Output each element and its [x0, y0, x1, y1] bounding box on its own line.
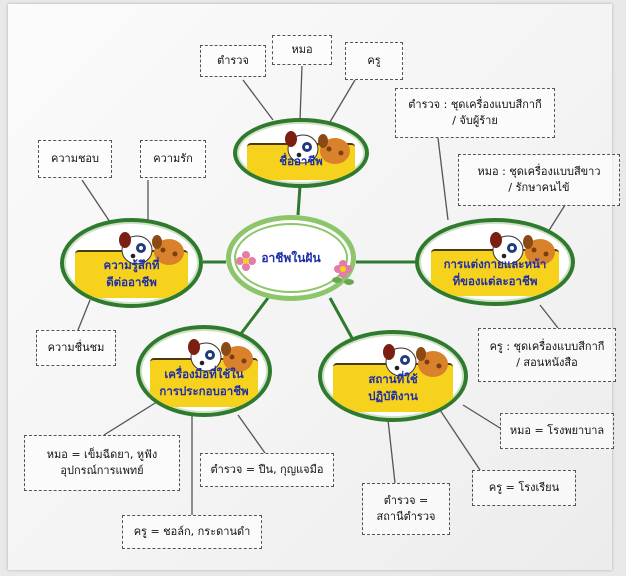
leader-like [81, 179, 111, 223]
box-teacher: ครู [345, 42, 403, 80]
node-attire: การแต่งกายและหน้า ที่ของแต่ละอาชีพ [415, 218, 575, 306]
box-like: ความชอบ [38, 140, 112, 178]
node-career-name-label: ชื่ออาชีพ [279, 154, 323, 169]
leader-place-doctor [462, 404, 501, 429]
dogs-icon [365, 336, 455, 382]
node-attire-label: การแต่งกายและหน้า ที่ของแต่ละอาชีพ [443, 256, 547, 289]
leader-place-police [387, 419, 396, 484]
box-tools-doctor: หมอ = เข็มฉีดยา, หูฟัง อุปกรณ์การแพทย์ [24, 435, 180, 491]
box-tools-teacher: ครู = ชอล์ก, กระดานดำ [122, 515, 262, 549]
leader-teacher [329, 79, 356, 123]
node-tools: เครื่องมือที่ใช้ใน การประกอบอาชีพ [136, 325, 272, 417]
leader-doctor [299, 65, 303, 121]
box-admire: ความชื่นชม [36, 330, 116, 366]
node-workplace-label: สถานที่ใช้ ปฏิบัติงาน [368, 371, 418, 403]
box-attire-teacher: ครู : ชุดเครื่องแบบสีกากี / สอนหนังสือ [478, 328, 616, 382]
node-feelings: ความรู้สึกที่ ดีต่ออาชีพ [60, 218, 203, 308]
box-attire-police: ตำรวจ : ชุดเครื่องแบบสีกากี / จับผู้ร้าย [395, 88, 555, 138]
connector-career [296, 185, 302, 216]
leader-admire [77, 299, 91, 331]
box-tools-police: ตำรวจ = ปืน, กุญแจมือ [200, 453, 334, 487]
box-place-doctor: หมอ = โรงพยาบาล [500, 413, 614, 449]
leader-police [242, 79, 274, 121]
leader-attire-teacher [539, 304, 559, 329]
connector-tools [238, 297, 270, 336]
node-tools-label: เครื่องมือที่ใช้ใน การประกอบอาชีพ [159, 366, 249, 398]
node-career-name: ชื่ออาชีพ [233, 118, 369, 188]
node-workplace: สถานที่ใช้ ปฏิบัติงาน [318, 330, 468, 422]
flower-icon [332, 260, 354, 285]
box-place-police: ตำรวจ = สถานีตำรวจ [362, 483, 450, 535]
flower-icon [236, 251, 256, 271]
dogs-icon [170, 331, 260, 377]
dogs-icon [101, 224, 191, 270]
dogs-icon [267, 123, 357, 169]
box-place-teacher: ครู = โรงเรียน [472, 470, 576, 506]
leader-attire-doctor [547, 204, 566, 233]
center-node: อาชีพในฝัน [226, 215, 356, 301]
center-title: อาชีพในฝัน [261, 250, 321, 265]
box-attire-doctor: หมอ : ชุดเครื่องแบบสีขาว / รักษาคนไข้ [458, 154, 620, 206]
node-feelings-label: ความรู้สึกที่ ดีต่ออาชีพ [103, 258, 160, 290]
connector-workplace [328, 297, 354, 339]
box-doctor: หมอ [272, 35, 332, 65]
leader-place-teacher [439, 409, 481, 471]
leader-attire-police [437, 137, 449, 221]
box-love: ความรัก [140, 140, 206, 178]
leader-tools-police [237, 414, 266, 454]
box-police: ตำรวจ [200, 45, 266, 77]
dogs-icon [472, 224, 562, 270]
